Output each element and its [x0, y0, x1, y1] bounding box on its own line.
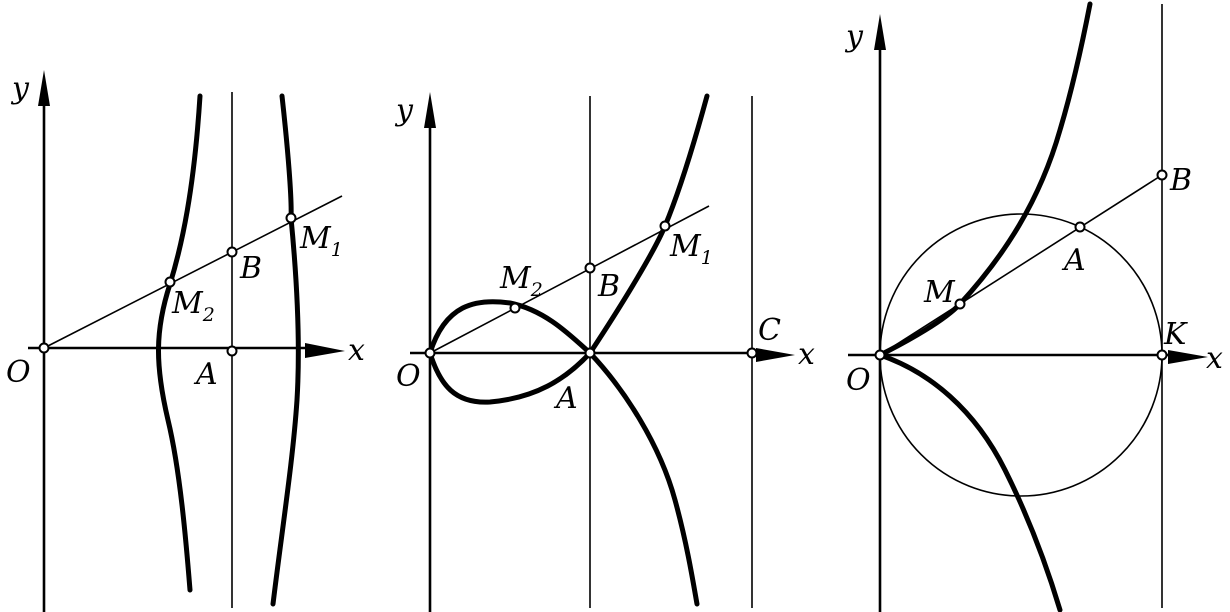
label-m2-sub: 2 — [530, 279, 543, 301]
point-a — [1074, 221, 1086, 233]
point-a — [226, 345, 238, 357]
point-a — [584, 347, 596, 359]
point-b — [1156, 169, 1168, 181]
point-m2 — [164, 276, 176, 288]
label-m1-sub: 1 — [701, 247, 713, 269]
x-axis-label: x — [348, 333, 365, 368]
point-c — [746, 347, 758, 359]
label-b: B — [597, 269, 620, 304]
label-a: A — [1061, 243, 1086, 278]
panel-middle: y x O A B C M1 M2 — [394, 92, 815, 612]
label-m1-main: M — [669, 229, 702, 264]
point-b — [226, 246, 238, 258]
curve-lower-branch — [587, 350, 700, 607]
point-m1 — [659, 220, 671, 232]
x-axis-label: x — [798, 337, 815, 372]
y-axis-arrowhead — [874, 14, 886, 50]
curve-lower-branch — [877, 352, 1063, 612]
label-m2-main: M — [171, 286, 204, 321]
point-origin — [424, 347, 436, 359]
label-origin: O — [396, 359, 421, 394]
y-axis-arrowhead — [424, 92, 436, 128]
label-origin: O — [846, 363, 871, 398]
label-b: B — [1169, 163, 1192, 198]
y-axis-label: y — [844, 19, 864, 54]
label-m2: M2 — [171, 286, 215, 326]
label-m1: M1 — [669, 229, 713, 269]
label-m2-sub: 2 — [202, 304, 215, 326]
label-c: C — [758, 313, 781, 348]
y-axis-label: y — [10, 71, 30, 106]
x-axis-arrowhead — [756, 348, 795, 362]
point-b — [584, 262, 596, 274]
curve-inner-branch — [156, 93, 203, 593]
point-m2 — [509, 302, 521, 314]
y-axis-arrowhead — [38, 70, 50, 106]
ray-from-origin — [879, 174, 1163, 356]
label-m2: M2 — [499, 261, 543, 301]
label-m: M — [923, 275, 956, 310]
x-axis-arrowhead — [305, 343, 345, 358]
curve-upper-branch — [587, 93, 710, 356]
panel-left: y x O A B M1 M2 — [6, 70, 365, 612]
label-m1: M1 — [299, 221, 343, 261]
curve-outer-branch — [270, 93, 301, 607]
point-k — [1156, 349, 1168, 361]
x-axis-label: x — [1206, 341, 1223, 376]
panel-right: y x O K B A M — [844, 1, 1223, 612]
point-origin — [38, 342, 50, 354]
point-origin — [874, 349, 886, 361]
label-k: K — [1163, 317, 1188, 352]
curve-upper-branch — [877, 1, 1093, 358]
label-origin: O — [6, 355, 31, 390]
x-axis-arrowhead — [1168, 350, 1208, 364]
point-m1 — [285, 212, 297, 224]
label-m1-main: M — [299, 221, 332, 256]
y-axis-label: y — [394, 93, 414, 128]
label-m1-sub: 1 — [331, 239, 343, 261]
point-m — [954, 298, 966, 310]
label-b: B — [239, 251, 262, 286]
label-a: A — [193, 357, 218, 392]
label-m2-main: M — [499, 261, 532, 296]
label-a: A — [553, 381, 578, 416]
